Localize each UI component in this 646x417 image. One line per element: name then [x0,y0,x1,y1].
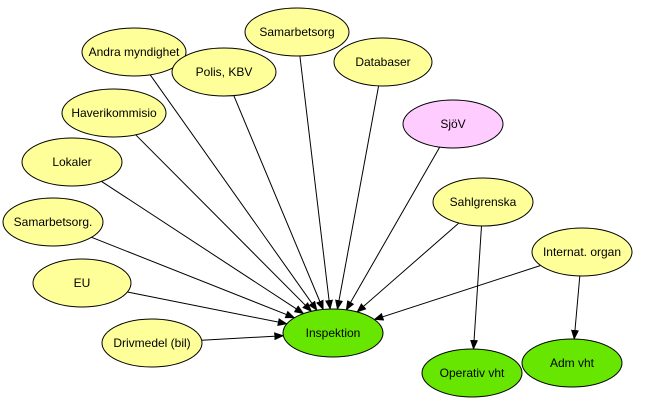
node-label-internat-organ: Internat. organ [543,245,621,259]
node-label-sjov: SjöV [440,117,465,131]
node-label-polis-kbv: Polis, KBV [196,65,253,79]
node-shape-sjov [402,99,504,149]
edge-sahlgrenska-to-inspektion [356,222,460,313]
node-shape-samarbetsorg-left [2,197,104,247]
edge-internat-organ-to-inspektion [373,265,541,321]
edge-andra-myndighet-to-inspektion [149,74,318,312]
edge-samarbetsorg-top-to-inspektion [299,55,334,310]
node-label-eu: EU [74,276,91,290]
node-label-adm-vht: Adm vht [550,356,595,370]
edge-polis-kbv-to-inspektion [233,95,324,311]
edge-samarbetsorg-left-to-inspektion [91,236,296,319]
node-shape-sahlgrenska [432,177,534,227]
edge-sjov-to-inspektion [345,146,441,311]
node-sahlgrenska: Sahlgrenska [432,177,534,227]
edge-sahlgrenska-to-operativ-vht [470,225,482,350]
node-label-sahlgrenska: Sahlgrenska [450,195,517,209]
node-label-databaser: Databaser [355,55,410,69]
node-shape-lokaler [21,137,123,187]
edge-haverikommisio-to-inspektion [135,134,313,313]
node-shape-internat-organ [531,227,633,277]
node-label-samarbetsorg-top: Samarbetsorg [259,25,334,39]
node-label-operativ-vht: Operativ vht [440,366,505,380]
node-shape-adm-vht [521,338,623,388]
node-label-haverikommisio: Haverikommisio [71,106,157,120]
node-shape-haverikommisio [61,88,167,138]
node-databaser: Databaser [333,37,433,87]
node-label-lokaler: Lokaler [52,155,91,169]
edges-layer [91,55,581,350]
node-operativ-vht: Operativ vht [421,348,523,398]
node-sjov: SjöV [402,99,504,149]
node-shape-eu [32,258,132,308]
node-polis-kbv: Polis, KBV [171,47,277,97]
node-haverikommisio: Haverikommisio [61,88,167,138]
edge-drivmedel-to-inspektion [201,332,285,341]
node-andra-myndighet: Andra myndighet [81,27,187,77]
edge-databaser-to-inspektion [335,85,380,311]
node-adm-vht: Adm vht [521,338,623,388]
node-label-drivmedel: Drivmedel (bil) [113,336,190,350]
node-shape-inspektion [282,308,384,358]
node-shape-samarbetsorg-top [244,7,350,57]
node-label-inspektion: Inspektion [306,326,361,340]
edge-internat-organ-to-adm-vht [571,275,581,340]
node-shape-andra-myndighet [81,27,187,77]
node-label-samarbetsorg-left: Samarbetsorg. [14,215,93,229]
node-lokaler: Lokaler [21,137,123,187]
node-label-andra-myndighet: Andra myndighet [89,45,180,59]
node-samarbetsorg-left: Samarbetsorg. [2,197,104,247]
node-inspektion: Inspektion [282,308,384,358]
node-samarbetsorg-top: Samarbetsorg [244,7,350,57]
node-shape-operativ-vht [421,348,523,398]
node-shape-databaser [333,37,433,87]
node-shape-drivmedel [101,318,203,368]
node-shape-polis-kbv [171,47,277,97]
node-internat-organ: Internat. organ [531,227,633,277]
node-drivmedel: Drivmedel (bil) [101,318,203,368]
edge-lokaler-to-inspektion [101,180,305,315]
node-eu: EU [32,258,132,308]
edge-eu-to-inspektion [127,291,288,326]
